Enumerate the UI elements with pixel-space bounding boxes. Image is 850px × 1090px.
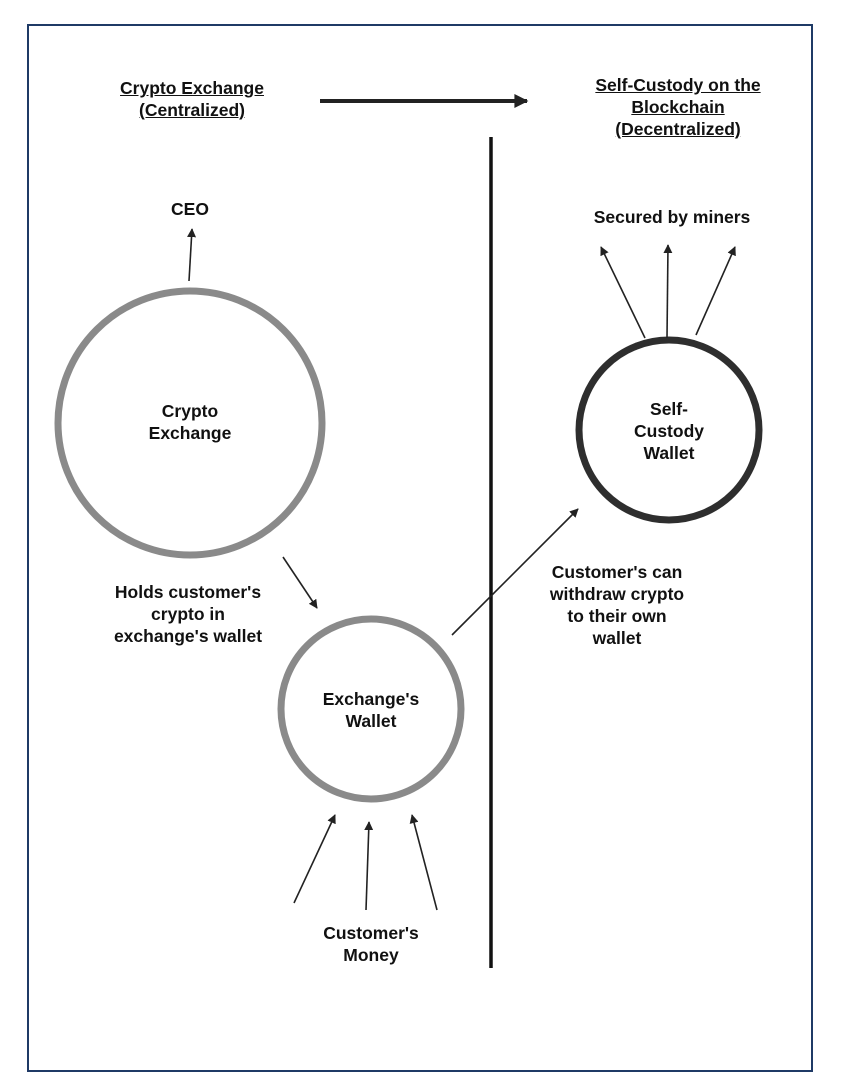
miners-arrow-left — [600, 246, 646, 339]
exchange-wallet-circle — [277, 615, 465, 803]
money-arrow-right — [409, 814, 438, 911]
miners-arrow-center — [663, 244, 673, 339]
centralized-header: Crypto Exchange (Centralized) — [120, 78, 264, 120]
miners-arrow-right — [695, 246, 736, 336]
diagram-frame — [27, 24, 813, 1072]
secured-by-miners-label: Secured by miners — [593, 207, 751, 227]
crypto-exchange-label: Crypto Exchange — [148, 401, 232, 443]
withdraw-arrow — [451, 508, 579, 636]
self-custody-wallet-label: Self- Custody Wallet — [634, 399, 704, 463]
ceo-arrow — [187, 228, 197, 282]
exchange-wallet-label: Exchange's Wallet — [322, 689, 420, 731]
money-arrow-left — [293, 814, 336, 904]
decentralized-header: Self-Custody on the Blockchain (Decentra… — [595, 75, 761, 139]
customers-money-label: Customer's Money — [323, 923, 419, 965]
self-custody-wallet-circle — [575, 336, 763, 524]
withdraw-label: Customer's can withdraw crypto to their … — [549, 562, 685, 648]
holds-crypto-label: Holds customer's crypto in exchange's wa… — [113, 582, 263, 646]
ceo-label: CEO — [171, 199, 209, 219]
crypto-exchange-circle — [54, 287, 326, 559]
exchange-to-wallet-arrow — [282, 556, 318, 609]
money-arrow-center — [364, 821, 374, 911]
